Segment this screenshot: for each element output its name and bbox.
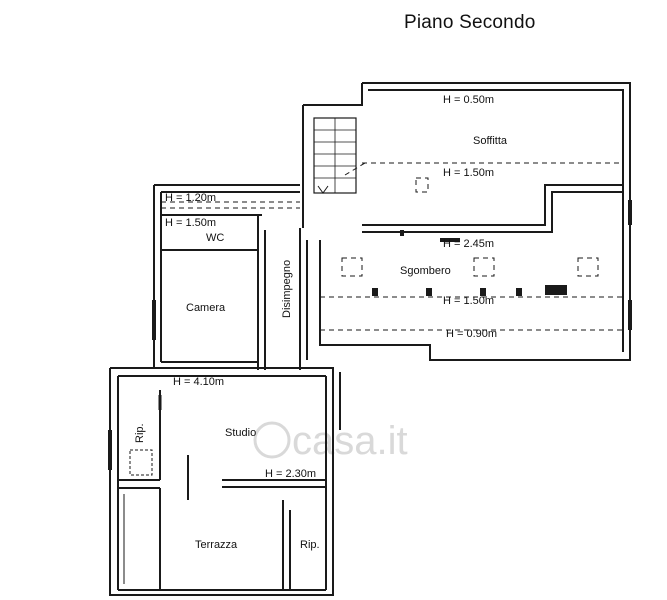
room-label-rip-left: Rip. — [134, 423, 146, 443]
height-label-150-bottom: H = 1.50m — [443, 295, 494, 307]
pillars — [372, 230, 567, 296]
height-label-090: H = 0.90m — [446, 328, 497, 340]
room-label-disimpegno: Disimpegno — [281, 260, 293, 318]
room-label-sgombero: Sgombero — [400, 265, 451, 277]
plan-title: Piano Secondo — [404, 12, 536, 33]
height-label-120: H = 1.20m — [165, 192, 216, 204]
room-label-studio: Studio — [225, 427, 256, 439]
room-label-terrazza: Terrazza — [195, 539, 238, 551]
watermark: casa.it — [253, 419, 408, 463]
watermark-text: casa.it — [292, 419, 408, 463]
height-label-050: H = 0.50m — [443, 94, 494, 106]
room-label-rip-right: Rip. — [300, 539, 320, 551]
height-label-150-wc: H = 1.50m — [165, 217, 216, 229]
room-label-wc: WC — [206, 232, 224, 244]
height-label-230: H = 2.30m — [265, 468, 316, 480]
height-label-150-top: H = 1.50m — [443, 167, 494, 179]
walls — [108, 82, 632, 596]
height-label-410: H = 4.10m — [173, 376, 224, 388]
height-lines — [161, 162, 623, 331]
room-label-soffitta: Soffitta — [473, 135, 508, 147]
height-label-245: H = 2.45m — [443, 238, 494, 250]
room-label-camera: Camera — [186, 302, 226, 314]
